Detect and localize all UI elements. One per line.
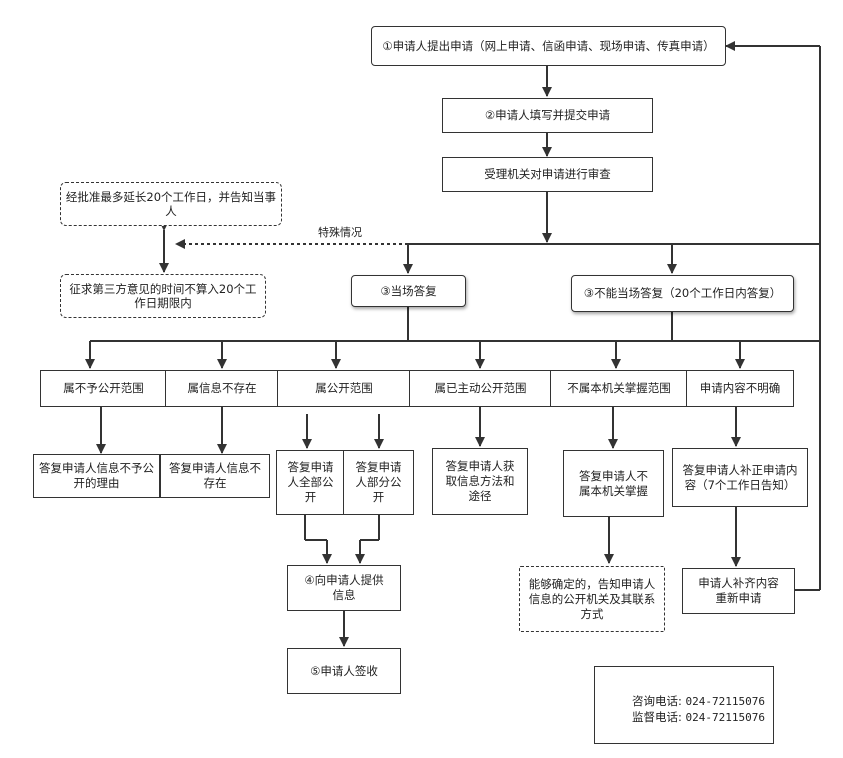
cat-not-public: 属不予公开范围 bbox=[40, 370, 167, 407]
consult-number: 024-72115076 bbox=[685, 695, 765, 708]
node-resubmit-text: 申请人补齐内容重新申请 bbox=[698, 576, 779, 605]
cat-not-exist: 属信息不存在 bbox=[165, 370, 279, 407]
supervise-phone: 监督电话: 024-72115076 bbox=[632, 709, 765, 725]
cat-not-ours-text: 不属本机关掌握范围 bbox=[567, 381, 671, 395]
node-reply-later-text: ③不能当场答复（20个工作日内答复） bbox=[583, 286, 782, 300]
ans-part: 答复申请人部分公开 bbox=[343, 450, 414, 515]
node-review-text: 受理机关对申请进行审查 bbox=[484, 167, 611, 181]
cat-not-public-text: 属不予公开范围 bbox=[63, 381, 144, 395]
node-third-party-text: 征求第三方意见的时间不算入20个工作日期限内 bbox=[69, 282, 257, 310]
ans-not-ours: 答复申请人不属本机关掌握 bbox=[563, 450, 664, 517]
cat-public: 属公开范围 bbox=[277, 370, 411, 407]
ans-part-text: 答复申请人部分公开 bbox=[355, 460, 402, 504]
ans-not-ours-text: 答复申请人不属本机关掌握 bbox=[579, 468, 648, 498]
node-reply-now: ③当场答复 bbox=[351, 275, 466, 307]
ans-not-exist-text: 答复申请人信息不存在 bbox=[169, 461, 261, 490]
consult-label: 咨询电话: bbox=[631, 694, 682, 708]
node-sign: ⑤申请人签收 bbox=[287, 648, 401, 694]
ans-not-public: 答复申请人信息不予公开的理由 bbox=[33, 454, 160, 498]
node-reply-now-text: ③当场答复 bbox=[380, 283, 437, 298]
contact-box: 咨询电话: 024-72115076 监督电话: 024-72115076 bbox=[594, 666, 774, 744]
node-provide: ④向申请人提供信息 bbox=[287, 565, 401, 611]
consult-phone: 咨询电话: 024-72115076 bbox=[632, 693, 765, 709]
ans-active: 答复申请人获取信息方法和途径 bbox=[432, 448, 528, 515]
supervise-number: 024-72115076 bbox=[685, 711, 765, 724]
node-extend-text: 经批准最多延长20个工作日，并告知当事人 bbox=[65, 190, 277, 218]
cat-active-text: 属已主动公开范围 bbox=[434, 381, 527, 395]
ans-unclear: 答复申请人补正申请内容（7个工作日告知） bbox=[672, 448, 808, 507]
cat-not-ours: 不属本机关掌握范围 bbox=[550, 370, 688, 407]
ans-unclear-text: 答复申请人补正申请内容（7个工作日告知） bbox=[682, 462, 798, 492]
node-third-party: 征求第三方意见的时间不算入20个工作日期限内 bbox=[60, 274, 266, 318]
label-special: 特殊情况 bbox=[318, 226, 362, 239]
cat-not-exist-text: 属信息不存在 bbox=[187, 381, 257, 395]
supervise-label: 监督电话: bbox=[631, 710, 682, 724]
ans-all: 答复申请人全部公开 bbox=[276, 450, 345, 515]
ans-not-exist: 答复申请人信息不存在 bbox=[160, 454, 270, 498]
node-apply-text: ①申请人提出申请（网上申请、信函申请、现场申请、传真申请） bbox=[382, 38, 715, 53]
cat-public-text: 属公开范围 bbox=[315, 381, 373, 395]
node-inform-other-text: 能够确定的，告知申请人信息的公开机关及其联系方式 bbox=[528, 576, 656, 621]
node-extend: 经批准最多延长20个工作日，并告知当事人 bbox=[60, 182, 282, 226]
node-review: 受理机关对申请进行审查 bbox=[442, 157, 653, 192]
node-inform-other: 能够确定的，告知申请人信息的公开机关及其联系方式 bbox=[519, 566, 665, 632]
node-fill: ②申请人填写并提交申请 bbox=[442, 98, 653, 133]
cat-active: 属已主动公开范围 bbox=[409, 370, 552, 407]
ans-all-text: 答复申请人全部公开 bbox=[287, 460, 334, 504]
node-resubmit: 申请人补齐内容重新申请 bbox=[682, 568, 795, 614]
cat-unclear-text: 申请内容不明确 bbox=[699, 381, 781, 395]
node-apply: ①申请人提出申请（网上申请、信函申请、现场申请、传真申请） bbox=[371, 26, 726, 66]
ans-active-text: 答复申请人获取信息方法和途径 bbox=[445, 459, 515, 503]
node-reply-later: ③不能当场答复（20个工作日内答复） bbox=[571, 275, 794, 312]
node-fill-text: ②申请人填写并提交申请 bbox=[484, 108, 611, 122]
node-sign-text: ⑤申请人签收 bbox=[310, 663, 378, 678]
cat-unclear: 申请内容不明确 bbox=[686, 370, 794, 407]
ans-not-public-text: 答复申请人信息不予公开的理由 bbox=[39, 461, 154, 490]
node-provide-text: ④向申请人提供信息 bbox=[304, 573, 384, 602]
